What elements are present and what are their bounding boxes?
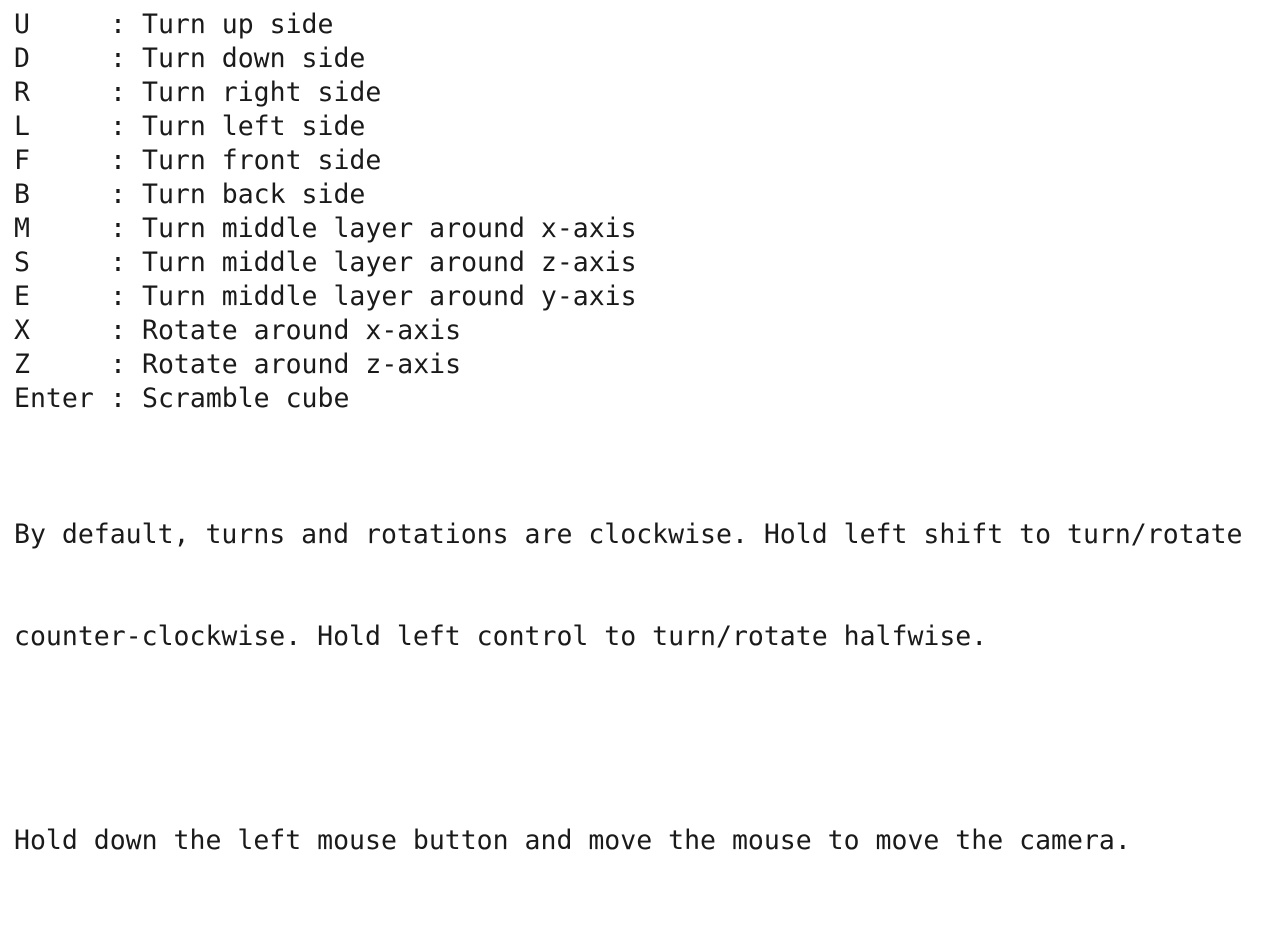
keybinding-row: U: Turn up side	[14, 8, 1259, 42]
keybinding-row: S: Turn middle layer around z-axis	[14, 246, 1259, 280]
help-text: U: Turn up side D: Turn down side R: Turn r…	[14, 8, 1259, 926]
key-description: Turn right side	[142, 77, 382, 108]
keybinding-row: E: Turn middle layer around y-axis	[14, 280, 1259, 314]
keybinding-row: M: Turn middle layer around x-axis	[14, 212, 1259, 246]
keybinding-row: Z: Rotate around z-axis	[14, 348, 1259, 382]
key-label: R	[14, 77, 30, 108]
key-description: Turn up side	[142, 9, 334, 40]
key-description: Rotate around z-axis	[142, 349, 462, 380]
keybinding-row: R: Turn right side	[14, 76, 1259, 110]
key-separator: :	[110, 77, 126, 108]
key-description: Turn middle layer around x-axis	[142, 213, 637, 244]
key-description: Turn back side	[142, 179, 366, 210]
key-label: U	[14, 9, 30, 40]
key-label: S	[14, 247, 30, 278]
key-description: Rotate around x-axis	[142, 315, 462, 346]
keybinding-row: D: Turn down side	[14, 42, 1259, 76]
key-label: E	[14, 281, 30, 312]
key-description: Scramble cube	[142, 383, 350, 414]
blank-line	[14, 416, 1259, 450]
key-separator: :	[110, 9, 126, 40]
key-label: L	[14, 111, 30, 142]
key-separator: :	[110, 349, 126, 380]
key-description: Turn down side	[142, 43, 366, 74]
key-description: Turn middle layer around z-axis	[142, 247, 637, 278]
key-label: Enter	[14, 383, 94, 414]
keybinding-row: X: Rotate around x-axis	[14, 314, 1259, 348]
key-separator: :	[110, 145, 126, 176]
key-separator: :	[110, 111, 126, 142]
key-label: Z	[14, 349, 30, 380]
rotation-note: By default, turns and rotations are cloc…	[14, 450, 1259, 722]
key-separator: :	[110, 43, 126, 74]
camera-note: Hold down the left mouse button and move…	[14, 756, 1259, 926]
key-separator: :	[110, 247, 126, 278]
key-label: X	[14, 315, 30, 346]
key-description: Turn left side	[142, 111, 366, 142]
key-label: B	[14, 179, 30, 210]
key-separator: :	[110, 281, 126, 312]
keybinding-row: F: Turn front side	[14, 144, 1259, 178]
key-separator: :	[110, 315, 126, 346]
key-separator: :	[110, 213, 126, 244]
rotation-note-line: By default, turns and rotations are cloc…	[14, 519, 1243, 550]
camera-note-line: Hold down the left mouse button and move…	[14, 825, 1131, 856]
key-label: F	[14, 145, 30, 176]
keybinding-row: Enter: Scramble cube	[14, 382, 1259, 416]
blank-line	[14, 722, 1259, 756]
rotation-note-line: counter-clockwise. Hold left control to …	[14, 621, 988, 652]
keybinding-row: B: Turn back side	[14, 178, 1259, 212]
keybinding-row: L: Turn left side	[14, 110, 1259, 144]
key-label: D	[14, 43, 30, 74]
key-label: M	[14, 213, 30, 244]
key-description: Turn middle layer around y-axis	[142, 281, 637, 312]
key-separator: :	[110, 383, 126, 414]
key-description: Turn front side	[142, 145, 382, 176]
key-separator: :	[110, 179, 126, 210]
